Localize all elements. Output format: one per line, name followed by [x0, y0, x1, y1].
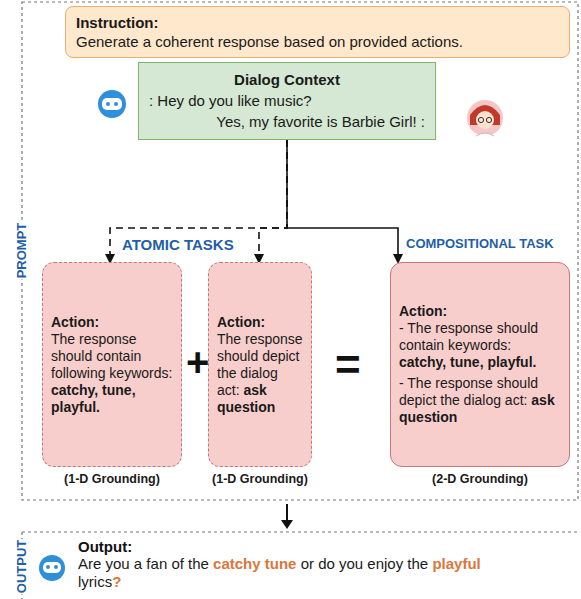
body-text: : Hey do you like music?	[149, 90, 425, 111]
robot-icon	[98, 90, 126, 118]
section-label: ATOMIC TASKS	[122, 236, 234, 253]
action-box: Action:The response should depict the di…	[208, 262, 312, 486]
output-text: or do you enjoy the	[301, 555, 429, 572]
heading: Dialog Context	[149, 69, 425, 90]
flow-arrow-head	[281, 520, 293, 529]
user-icon	[467, 100, 503, 136]
action-shape: Action:The response should contain follo…	[42, 262, 182, 467]
action-text: - The response should depict the dialog …	[399, 375, 561, 426]
action-text: - The response should contain keywords: …	[399, 320, 561, 371]
action-box: Action:- The response should contain key…	[390, 262, 570, 486]
action-shape: Action:- The response should contain key…	[390, 262, 570, 467]
action-text: The response should depict the dialog ac…	[217, 331, 303, 416]
action-text: The response should contain following ke…	[51, 331, 173, 416]
prompt-frame	[22, 2, 578, 500]
connector	[259, 140, 287, 262]
grounding-label: (1-D Grounding)	[208, 472, 312, 486]
section-label: OUTPUT	[13, 538, 32, 593]
action-box: Action:The response should contain follo…	[42, 262, 182, 486]
output-text: ?	[112, 573, 121, 590]
action-heading: Action:	[399, 303, 561, 320]
connector	[110, 140, 287, 262]
instruction-box: Instruction:Generate a coherent response…	[65, 6, 570, 58]
action-shape: Action:The response should depict the di…	[208, 262, 312, 467]
section-label: COMPOSITIONAL TASK	[406, 236, 554, 251]
output-text: playful	[432, 555, 480, 572]
body-text: Yes, my favorite is Barbie Girl! :	[149, 111, 425, 132]
output-sentence: Are you a fan of the catchy tune or do y…	[78, 555, 528, 591]
output-text: Are you a fan of the	[78, 555, 209, 572]
output-frame	[22, 531, 578, 532]
robot-icon	[39, 555, 65, 581]
connector	[287, 140, 398, 262]
dialog-box: Dialog Context: Hey do you like music?Ye…	[138, 62, 436, 140]
action-heading: Action:	[51, 314, 173, 331]
output-text: catchy tune	[213, 555, 296, 572]
flow-arrow	[286, 504, 288, 522]
output-text: lyrics	[78, 573, 112, 590]
section-label: Output:	[78, 538, 132, 555]
operator-symbol: +	[186, 340, 209, 385]
heading: Instruction:	[76, 13, 559, 32]
section-label: PROMPT	[13, 221, 32, 279]
action-heading: Action:	[217, 314, 303, 331]
operator-symbol: =	[335, 340, 361, 390]
grounding-label: (1-D Grounding)	[42, 472, 182, 486]
grounding-label: (2-D Grounding)	[390, 472, 570, 486]
body-text: Generate a coherent response based on pr…	[76, 32, 559, 51]
